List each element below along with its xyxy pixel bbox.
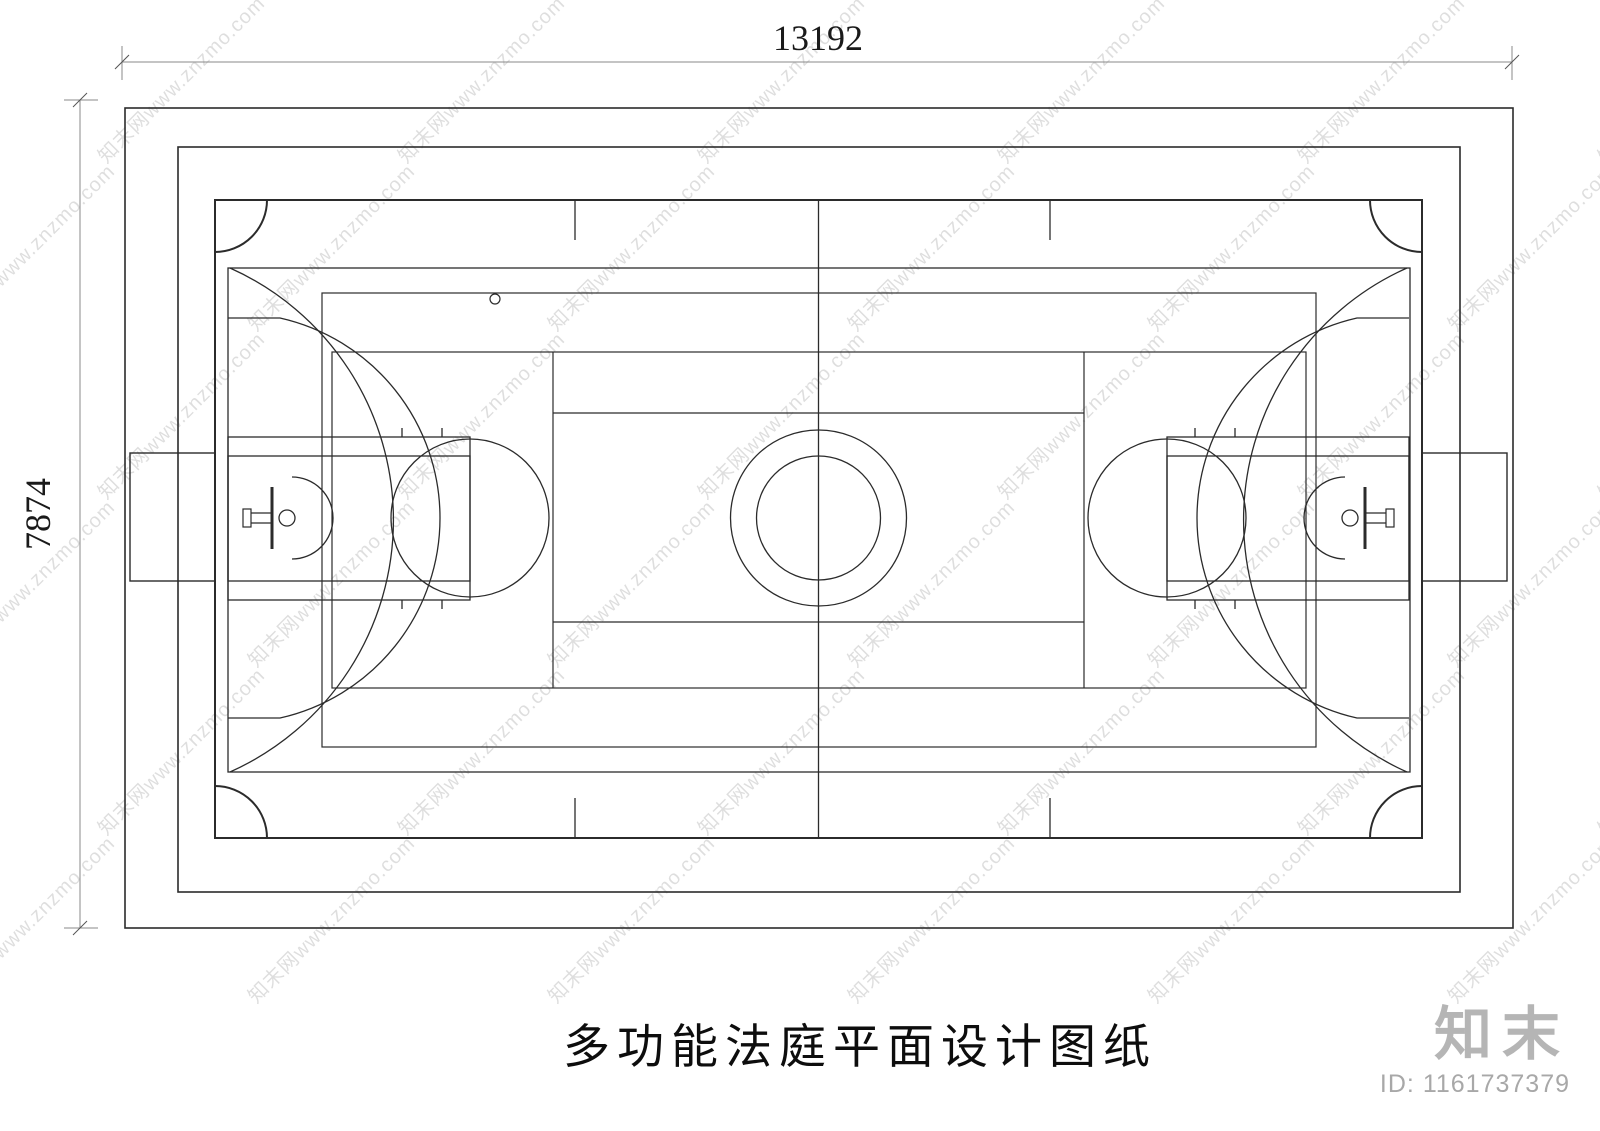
- brand-logo: 知末: [1433, 1002, 1570, 1068]
- dimension-annotations: [64, 46, 1520, 936]
- drawing-title: 多功能法庭平面设计图纸: [563, 1022, 1157, 1074]
- hoop-left: [242, 487, 296, 549]
- free-throw-circle-right: [1087, 438, 1247, 598]
- dim-tick: [1504, 54, 1520, 70]
- overlay-court-lines: [321, 292, 1317, 748]
- key-right-inner: [1166, 455, 1410, 582]
- hoop-stand-left: [242, 508, 252, 528]
- brand-block: 知末 ID: 1161737379: [1379, 1002, 1570, 1099]
- side-extension-boxes: [129, 452, 1508, 582]
- brand-id: ID: 1161737379: [1379, 1070, 1570, 1098]
- inner-border: [177, 146, 1461, 893]
- key-left-inner: [227, 455, 471, 582]
- outer-border: [124, 107, 1514, 929]
- dim-tick: [72, 92, 88, 108]
- corner-arc-bottom-right: [1369, 785, 1423, 839]
- key-left-outer: [227, 436, 471, 601]
- key-right-outer: [1166, 436, 1410, 601]
- corner-arc-top-right: [1369, 199, 1423, 253]
- corner-arc-top-left: [214, 199, 268, 253]
- basketball-court-lines: [227, 200, 1411, 838]
- large-arc-right: [1242, 267, 1408, 773]
- hoop-stand-right: [1385, 508, 1395, 528]
- center-circle-inner: [755, 455, 882, 581]
- free-throw-circle-left: [390, 438, 550, 598]
- overlay-inner: [331, 351, 1307, 689]
- corner-arc-bottom-left: [214, 785, 268, 839]
- throw-in-ticks: [574, 200, 1051, 838]
- restricted-arc-right: [1303, 476, 1346, 560]
- border-frames: [124, 107, 1514, 929]
- center-circle-outer: [729, 429, 908, 607]
- dim-tick: [72, 920, 88, 936]
- rim-left: [278, 509, 296, 527]
- dimension-width-label: 13192: [773, 18, 863, 58]
- large-arc-left: [229, 267, 395, 773]
- overlay-outer: [321, 292, 1317, 748]
- dimension-height-label: 7874: [18, 478, 58, 550]
- three-point-line-right: [1196, 317, 1409, 719]
- rim-right: [1341, 509, 1359, 527]
- restricted-arc-left: [291, 476, 334, 560]
- hoop-right: [1341, 487, 1395, 549]
- overlay-marker-dot: [489, 293, 501, 305]
- side-box-right: [1421, 452, 1508, 582]
- three-point-line-left: [228, 317, 441, 719]
- side-box-left: [129, 452, 216, 582]
- dim-tick: [114, 54, 130, 70]
